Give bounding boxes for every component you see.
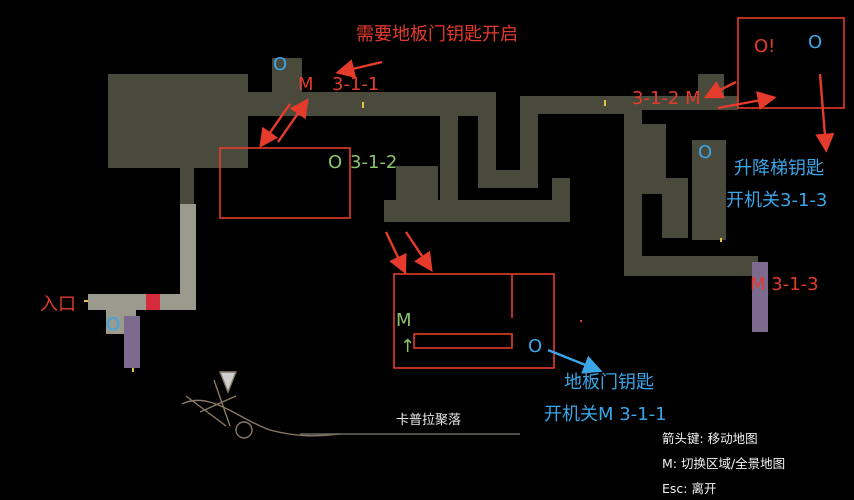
entrance-label: 入口 [40,294,76,315]
save-point-marker [146,294,160,310]
marker-o-left: O [106,314,121,335]
floor-key-note-line1: 地板门钥匙 [564,372,654,393]
marker-o-bottom: O [528,336,543,357]
arrow-up-icon: ↑ [400,336,416,357]
red-dot [580,320,582,322]
marker-o-green: O [328,152,343,173]
blue-arrows [547,348,603,374]
annotation-boxes [219,17,845,369]
legend-move-map: 箭头键: 移动地图 [662,431,758,446]
elevator-key-note-line1: 升降梯钥匙 [734,158,824,179]
legend-exit: Esc: 离开 [662,481,717,496]
area-name: 卡普拉聚落 [396,413,462,428]
marker-o-top-left: O [273,54,288,75]
marker-o-topright: O [808,32,823,53]
ornament [181,371,341,439]
purple-corridor [124,262,768,368]
marker-o-right: O [698,142,713,163]
entrance-corridor [88,204,196,334]
floor-key-note-line2: 开机关M 3-1-1 [544,404,667,425]
marker-m-green: M [396,310,412,331]
legend-switch-area: M: 切换区域/全景地图 [662,456,786,471]
door-markers [84,100,722,372]
map-floor [108,58,758,276]
red-arrows [259,59,835,275]
room-label-312-red: 3-1-2 M [632,88,701,109]
room-label-312-green: 3-1-2 [350,152,398,173]
marker-m-top: M [298,74,314,95]
room-label-311: 3-1-1 [332,74,380,95]
elevator-key-note-line2: 开机关3-1-3 [726,190,828,211]
room-label-313: M 3-1-3 [750,274,819,295]
floor-key-required-note: 需要地板门钥匙开启 [356,24,518,45]
marker-o-warning: O! [754,36,776,57]
